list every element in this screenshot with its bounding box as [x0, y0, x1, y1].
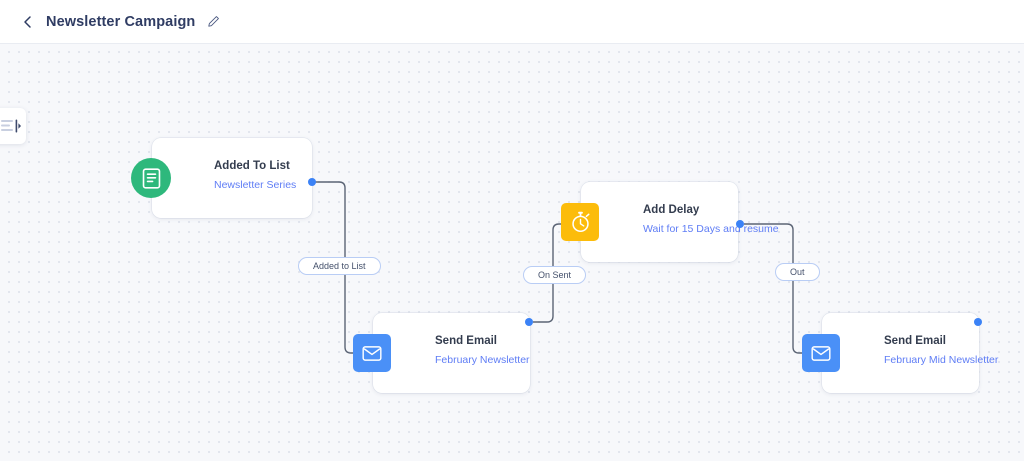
node-output-port[interactable] [308, 178, 316, 186]
node-subtitle: Wait for 15 Days and resume [643, 223, 779, 235]
expand-panel-button[interactable] [0, 108, 26, 144]
node-send-email-february-newsletter[interactable]: Send Email February Newsletter [373, 313, 530, 393]
edit-title-button[interactable] [204, 13, 222, 31]
connector-layer [313, 181, 821, 357]
expand-panel-icon [1, 119, 21, 133]
node-add-delay[interactable]: Add Delay Wait for 15 Days and resume [581, 182, 779, 262]
trigger-icon-badge[interactable] [131, 158, 171, 198]
node-send-email-february-mid-newsletter[interactable]: Send Email February Mid Newsletter [822, 313, 999, 393]
node-output-port[interactable] [974, 318, 982, 326]
node-added-to-list-text: Added To List Newsletter Series [214, 158, 300, 193]
node-send-email-1-text: Send Email February Newsletter [435, 333, 530, 368]
node-subtitle: February Newsletter [435, 354, 530, 366]
document-list-icon [142, 167, 160, 189]
chevron-left-icon [24, 15, 31, 28]
page-title: Newsletter Campaign [46, 13, 196, 30]
stopwatch-icon [571, 211, 589, 233]
app-header: Newsletter Campaign [0, 0, 1024, 44]
envelope-icon [362, 345, 382, 361]
node-send-email-2-text: Send Email February Mid Newsletter [884, 333, 999, 368]
node-added-to-list[interactable]: Added To List Newsletter Series [152, 138, 312, 218]
delay-icon-badge[interactable] [561, 203, 599, 241]
node-subtitle: Newsletter Series [214, 179, 297, 191]
edge-label-out[interactable]: Out [775, 263, 820, 281]
envelope-icon [811, 345, 831, 361]
email-icon-badge[interactable] [353, 334, 391, 372]
pencil-edit-icon [208, 16, 219, 27]
node-output-port[interactable] [525, 318, 533, 326]
node-output-port[interactable] [736, 220, 744, 228]
node-title: Send Email [884, 335, 946, 347]
node-subtitle: February Mid Newsletter [884, 354, 999, 366]
edge-label-on-sent[interactable]: On Sent [523, 266, 587, 284]
node-add-delay-text: Add Delay Wait for 15 Days and resume [643, 202, 779, 237]
edge-label-added-to-list[interactable]: Added to List [298, 257, 381, 275]
node-title: Add Delay [643, 204, 700, 216]
node-title: Added To List [214, 160, 290, 172]
flow-canvas[interactable]: Added To List Newsletter Series Send Ema… [0, 44, 1024, 461]
email-icon-badge[interactable] [802, 334, 840, 372]
back-button[interactable] [18, 12, 38, 32]
node-title: Send Email [435, 335, 497, 347]
